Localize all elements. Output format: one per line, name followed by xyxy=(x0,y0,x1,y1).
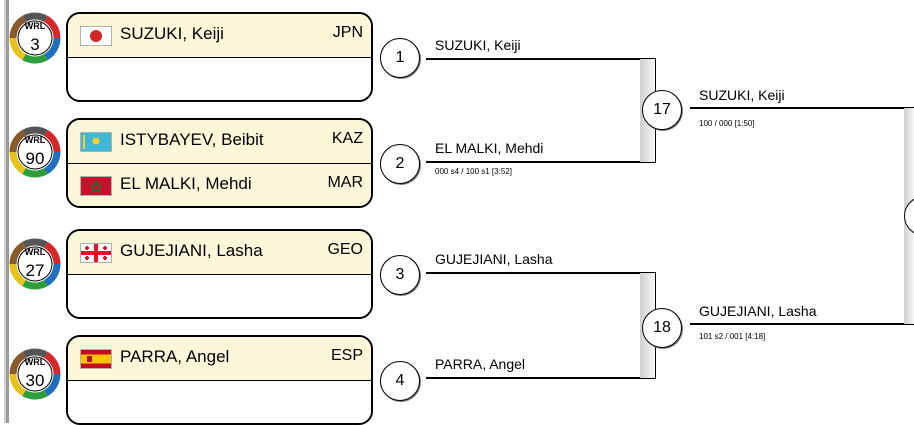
empty-slot xyxy=(68,381,371,423)
left-scroll-edge xyxy=(0,0,9,423)
match-number-circle[interactable]: 3 xyxy=(380,255,420,295)
ranking-ring-icon: WRL xyxy=(9,126,61,178)
winner-name: SUZUKI, Keiji xyxy=(435,37,521,53)
pool-box-4: PARRA, Angel ESP xyxy=(66,335,373,425)
match-number-circle[interactable]: 17 xyxy=(642,90,682,130)
ranking-number: 3 xyxy=(30,35,40,54)
ranking-badge-3: WRL 27 xyxy=(4,232,66,294)
winner-name: PARRA, Angel xyxy=(435,356,526,372)
winner-line xyxy=(690,323,906,325)
flag-esp-icon xyxy=(80,349,112,369)
match-number-circle[interactable]: 1 xyxy=(380,38,420,78)
ranking-number: 27 xyxy=(25,261,45,280)
match-number-circle[interactable]: 18 xyxy=(642,308,682,348)
athlete-name: ISTYBAYEV, Beibit xyxy=(120,130,264,149)
flag-jpn-icon xyxy=(80,26,112,46)
ranking-badge-2: WRL 90 xyxy=(4,120,66,182)
empty-slot xyxy=(68,275,371,317)
nation-code: JPN xyxy=(332,24,363,41)
match-score: 000 s4 / 100 s1 [3:52] xyxy=(435,167,512,176)
nation-code: ESP xyxy=(330,347,363,364)
match-number-circle[interactable]: 4 xyxy=(380,361,420,401)
winner-name: GUJEJIANI, Lasha xyxy=(435,251,553,267)
winner-line xyxy=(426,58,640,60)
ranking-number: 30 xyxy=(25,371,45,390)
winner-line xyxy=(690,107,906,109)
winner-name: SUZUKI, Keiji xyxy=(699,87,785,103)
match-number-circle[interactable]: 2 xyxy=(380,144,420,184)
nation-code: MAR xyxy=(327,174,363,191)
competitor-slot[interactable]: EL MALKI, Mehdi MAR xyxy=(68,164,371,206)
match-score: 100 / 000 [1:50] xyxy=(699,119,755,128)
competitor-slot[interactable]: ISTYBAYEV, Beibit KAZ xyxy=(68,120,371,164)
nation-code: KAZ xyxy=(331,130,363,147)
athlete-name: EL MALKI, Mehdi xyxy=(120,174,252,193)
flag-geo-icon xyxy=(80,243,112,263)
competitor-slot[interactable]: PARRA, Angel ESP xyxy=(68,337,371,381)
nation-code: GEO xyxy=(327,241,363,258)
ranking-badge-4: WRL 30 xyxy=(4,342,66,404)
athlete-name: GUJEJIANI, Lasha xyxy=(120,241,263,260)
athlete-name: SUZUKI, Keiji xyxy=(120,24,224,43)
competitor-slot[interactable]: GUJEJIANI, Lasha GEO xyxy=(68,231,371,275)
pool-box-1: SUZUKI, Keiji JPN xyxy=(66,12,373,102)
winner-line xyxy=(426,377,640,379)
ranking-number: 90 xyxy=(25,149,45,168)
winner-line xyxy=(426,272,640,274)
winner-name: EL MALKI, Mehdi xyxy=(435,140,544,156)
athlete-name: PARRA, Angel xyxy=(120,347,230,366)
svg-text:WRL: WRL xyxy=(25,247,46,257)
left-scroll-edge-inner xyxy=(4,0,6,423)
flag-kaz-icon xyxy=(80,132,112,152)
match-score: 101 s2 / 001 [4:18] xyxy=(699,332,766,341)
pool-box-2: ISTYBAYEV, Beibit KAZ EL MALKI, Mehdi MA… xyxy=(66,118,373,208)
ranking-ring-icon: WRL xyxy=(9,238,61,290)
svg-text:WRL: WRL xyxy=(25,21,46,31)
empty-slot xyxy=(68,58,371,100)
winner-name: GUJEJIANI, Lasha xyxy=(699,303,817,319)
svg-text:WRL: WRL xyxy=(25,357,46,367)
winner-line xyxy=(426,161,640,163)
flag-mar-icon xyxy=(80,176,112,196)
pool-box-3: GUJEJIANI, Lasha GEO xyxy=(66,229,373,319)
ranking-ring-icon: WRL xyxy=(9,348,61,400)
competitor-slot[interactable]: SUZUKI, Keiji JPN xyxy=(68,14,371,58)
ranking-ring-icon: WRL xyxy=(9,12,61,64)
ranking-badge-1: WRL 3 xyxy=(4,6,66,68)
svg-text:WRL: WRL xyxy=(25,135,46,145)
